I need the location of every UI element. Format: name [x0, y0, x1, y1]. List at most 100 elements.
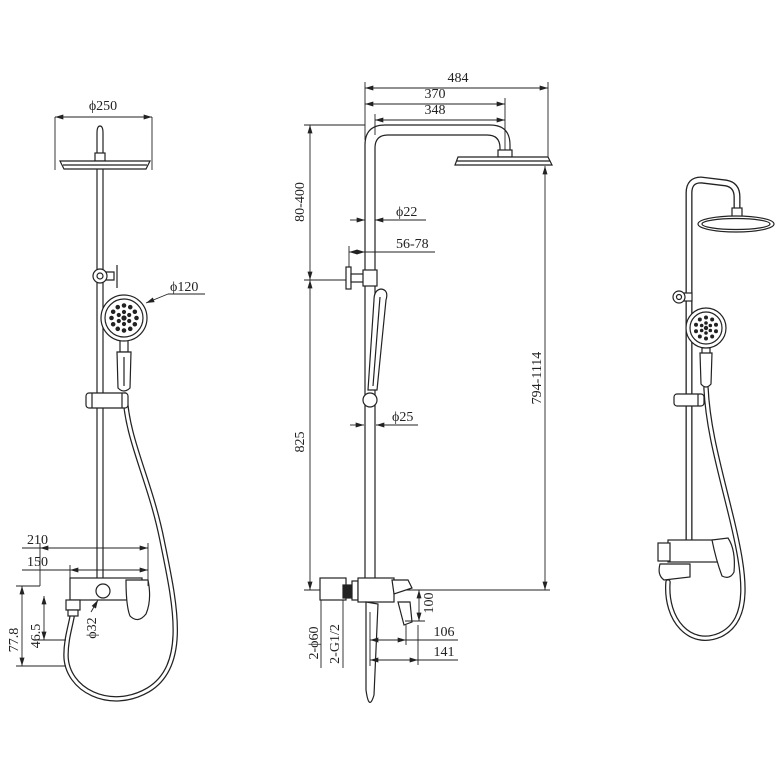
nozzle-dot [694, 322, 699, 327]
hose [665, 385, 746, 641]
label-height-inner: 46.5 [29, 624, 44, 649]
bracket-screw [96, 272, 104, 280]
hand-shower [685, 307, 727, 388]
mixer-lever [711, 537, 735, 578]
hose-inner [64, 393, 177, 701]
nozzle-dot [116, 312, 121, 318]
nozzle-dot [713, 329, 718, 334]
nozzle-dot [697, 334, 702, 339]
label-height-adjust: 80-400 [293, 182, 308, 222]
nozzle-dot [699, 323, 704, 328]
bracket-offset-dimension: 56-78 [348, 237, 435, 267]
depth-outer-dimension: 141 [369, 612, 458, 666]
arm-outer-edge [364, 124, 511, 578]
rain-head-face [701, 217, 771, 231]
nozzle-dot [704, 321, 708, 325]
hand-shower [100, 294, 148, 392]
bracket-ring [92, 268, 108, 284]
hand-shower-handle [699, 352, 713, 388]
hand-shower-side [362, 288, 388, 408]
nozzle-dot [710, 334, 715, 339]
spout [365, 601, 379, 703]
top-extension-lines [364, 82, 549, 158]
pipe-diameter-upper-dimension: ϕ22 [350, 205, 426, 223]
nozzle-dot [127, 318, 132, 324]
mixer-lever [125, 579, 151, 621]
slide-bracket [85, 392, 129, 409]
bracket-clip [362, 269, 378, 287]
hand-shower-body [367, 288, 388, 391]
hose [63, 392, 178, 702]
nozzle-dot [703, 315, 708, 320]
wall-bracket [92, 265, 118, 288]
height-adjust-dimension: 80-400 [293, 124, 365, 281]
nozzle-dot [708, 328, 713, 333]
hand-shower-ring [104, 298, 144, 338]
label-depth-inner: 106 [434, 625, 455, 640]
eccentric-fitting [319, 577, 347, 601]
nozzle-dot [127, 304, 133, 310]
mixer-body [357, 577, 395, 603]
rain-shower-head [59, 125, 151, 170]
bracket-arm [106, 271, 115, 281]
nozzle-dot [697, 317, 702, 322]
label-depth-outer: 141 [434, 645, 455, 660]
bracket-knob [345, 266, 352, 290]
nozzle-dot [132, 321, 138, 327]
slide-bracket-body [85, 392, 129, 409]
diverter-knob [95, 583, 111, 599]
mixer-width-dimension: 210 [22, 533, 149, 586]
nozzle-dot [127, 326, 133, 332]
nozzle-dot [699, 328, 704, 333]
nozzle-dot [121, 321, 127, 327]
nozzle-pattern [109, 303, 139, 333]
inlet-spacing-dimension: 150 [22, 555, 149, 578]
nozzle-dot [110, 309, 116, 315]
slide-bracket-knob [362, 392, 378, 408]
nozzle-dot [110, 321, 116, 327]
nozzle-dot [121, 315, 127, 321]
slide-bracket-body [673, 393, 705, 407]
pipe-inner [686, 177, 740, 560]
nozzle-dot [116, 318, 121, 324]
hand-shower-center-line [372, 296, 381, 387]
mixer-body [667, 539, 719, 563]
hand-shower-neck [119, 339, 129, 353]
label-bracket-offset: 56-78 [396, 237, 429, 252]
mixer-lever [391, 579, 413, 595]
label-outlet-diameter: ϕ32 [85, 617, 100, 638]
nozzle-dot [703, 325, 709, 331]
label-hand-shower-diameter: ϕ120 [170, 280, 198, 295]
leader-line [90, 599, 99, 613]
nozzle-dot [704, 331, 708, 335]
nozzle-dot [127, 312, 132, 318]
rain-shower-head [697, 207, 775, 233]
label-total-projection: 484 [448, 71, 469, 86]
nozzle-dot [708, 323, 713, 328]
pipe-length-dimension: 825 [293, 280, 322, 591]
head-connector [497, 149, 513, 158]
arm-inner-edge [374, 134, 501, 578]
nozzle-dot [703, 336, 708, 341]
wall-bracket [672, 290, 693, 304]
pipe-diameter-lower-dimension: ϕ25 [350, 410, 418, 428]
nozzle-dot [132, 309, 138, 315]
nozzle-dot [121, 303, 127, 308]
mixer-valve [65, 577, 151, 621]
hand-shower-ring [689, 311, 723, 345]
side-view: 484 370 348 80-400 [293, 71, 553, 703]
arm-length-dimension: 370 [365, 87, 505, 107]
perspective-view [657, 176, 775, 641]
nozzle-dot [694, 329, 699, 334]
riser-and-arm [364, 124, 553, 578]
nozzle-dot [121, 309, 127, 315]
label-head-height: 794-1114 [530, 352, 545, 405]
label-mixer-height: 100 [422, 593, 437, 614]
shower-arm [96, 125, 104, 160]
nozzle-dot [109, 315, 114, 321]
spout [658, 563, 691, 581]
label-arm-length: 370 [425, 87, 446, 102]
wall-flange [351, 580, 359, 601]
mixer-height-dimension: 100 [405, 589, 437, 622]
hose-inner [666, 386, 745, 640]
